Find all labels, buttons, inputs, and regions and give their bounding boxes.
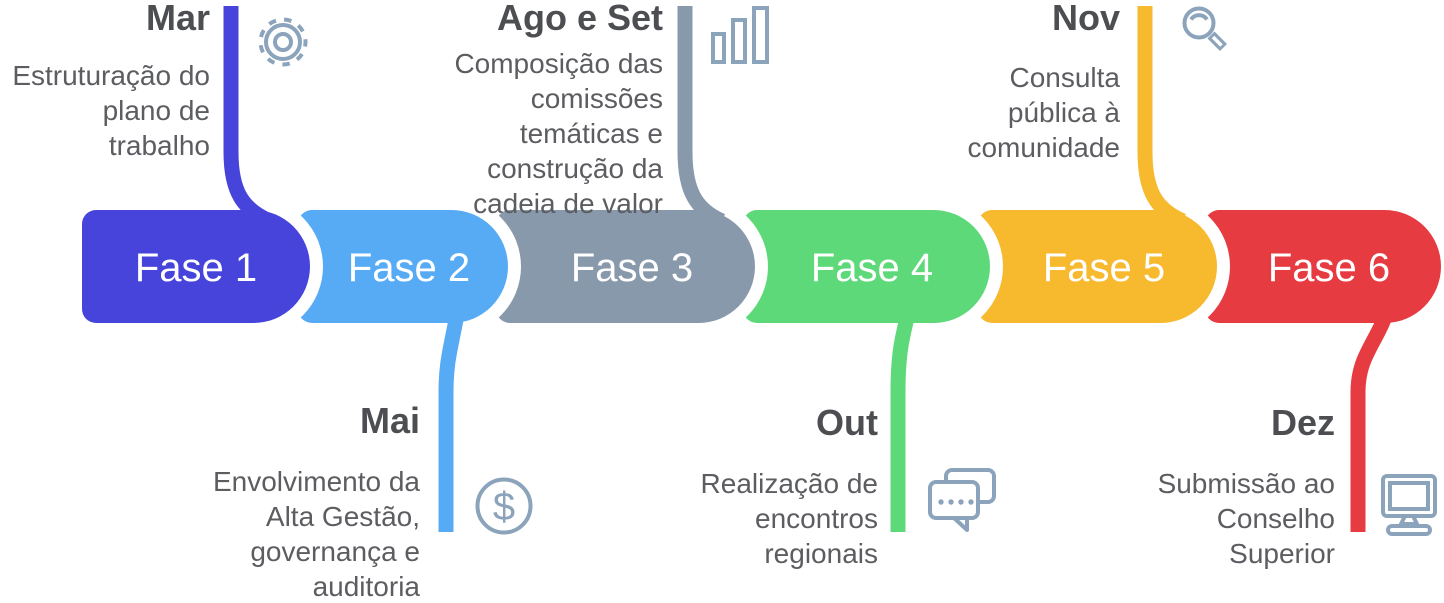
- monitor-base: [1386, 524, 1432, 536]
- milestone-out: Out Realização de encontros regionais: [558, 402, 878, 571]
- phase-1-group: Fase 1: [69, 6, 323, 336]
- phase-1-label: Fase 1: [135, 246, 257, 290]
- dollar-circle: [475, 477, 533, 535]
- phase-1-band: [82, 210, 310, 323]
- speech-bubbles-icon: [928, 468, 996, 532]
- magnifier-icon: [1182, 6, 1228, 52]
- magnifier-shine: [1189, 13, 1209, 21]
- phase-5-label: Fase 5: [1043, 246, 1165, 290]
- milestone-ago-set: Ago e Set Composição das comissões temát…: [343, 0, 663, 221]
- phase-5-band: [978, 210, 1217, 323]
- milestone-dez-month: Dez: [1270, 402, 1335, 443]
- gear-hub: [273, 32, 293, 52]
- typing-dot: [948, 499, 954, 505]
- milestone-ago-set-month: Ago e Set: [496, 0, 663, 38]
- phase-2-connector-pipe: [438, 301, 467, 532]
- phase-3-label: Fase 3: [571, 246, 693, 290]
- monitor-icon: [1381, 474, 1437, 536]
- milestone-mai-month: Mai: [359, 400, 420, 441]
- milestone-nov-month: Nov: [1051, 0, 1120, 38]
- phase-2-group: Fase 2: [285, 197, 521, 532]
- speech-bubble-front: [928, 480, 980, 520]
- phase-4-label: Fase 4: [811, 246, 933, 290]
- milestone-out-description: Realização de encontros regionais: [700, 468, 878, 570]
- dollar-symbol: $: [493, 485, 515, 529]
- milestone-mar-month: Mar: [145, 0, 210, 38]
- monitor-screen: [1388, 481, 1430, 511]
- milestone-mai: Mai Envolvimento da Alta Gestão, governa…: [100, 400, 420, 603]
- phase-2-band: [298, 210, 508, 323]
- phase-4-band: [743, 210, 990, 323]
- gear-teeth: [258, 17, 308, 67]
- milestone-ago-set-description: Composição das comissões temáticas e con…: [454, 48, 663, 220]
- phase-5-connector-pipe: [1137, 6, 1187, 228]
- typing-dot: [968, 499, 974, 505]
- magnifier-lens: [1182, 6, 1216, 40]
- milestone-nov-description: Consulta pública à comunidade: [967, 62, 1120, 164]
- phase-6-band: [1205, 210, 1441, 323]
- phase-3-connector-pipe: [677, 6, 726, 228]
- milestone-dez: Dez Submissão ao Conselho Superior: [1015, 402, 1335, 571]
- bar-short: [711, 32, 726, 64]
- bar-medium: [731, 18, 747, 64]
- phase-6-label: Fase 6: [1268, 246, 1390, 290]
- phase-5-group: Fase 5: [965, 6, 1230, 336]
- phase-1-connector-pipe: [223, 6, 276, 229]
- milestone-out-month: Out: [816, 402, 878, 443]
- bar-chart-icon: [711, 6, 769, 64]
- phase-3-band: [496, 210, 755, 323]
- phase-4-connector-pipe: [890, 296, 920, 532]
- gear-icon: [258, 17, 308, 67]
- milestone-mar: Mar Estruturação do plano de trabalho: [0, 0, 210, 163]
- monitor-neck: [1397, 514, 1421, 526]
- typing-dot: [938, 499, 944, 505]
- phase-2-label: Fase 2: [348, 246, 470, 290]
- magnifier-handle-hollow: [1211, 35, 1223, 47]
- phase-6-connector-pipe: [1350, 298, 1398, 532]
- typing-dot: [958, 499, 964, 505]
- phase-6-group: Fase 6: [1192, 197, 1444, 532]
- dollar-icon: $: [475, 477, 533, 535]
- milestone-dez-description: Submissão ao Conselho Superior: [1157, 468, 1335, 570]
- milestone-mai-description: Envolvimento da Alta Gestão, governança …: [212, 466, 420, 603]
- bar-tall: [752, 6, 769, 64]
- milestone-nov: Nov Consulta pública à comunidade: [800, 0, 1120, 165]
- milestone-mar-description: Estruturação do plano de trabalho: [12, 60, 210, 162]
